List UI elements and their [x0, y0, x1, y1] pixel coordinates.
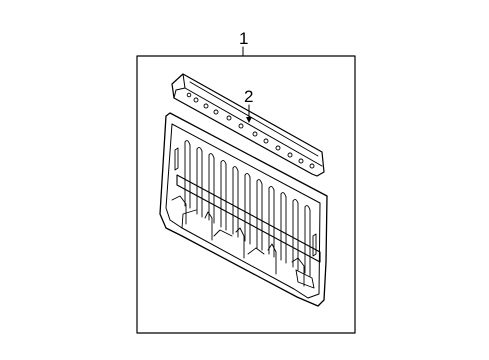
assembly-frame — [136, 55, 356, 334]
rail-holes — [186, 92, 315, 169]
callout-1-label[interactable]: 1 — [239, 29, 248, 48]
back-panel-part[interactable] — [159, 112, 328, 307]
lower-structure — [171, 195, 315, 289]
header-rail-part[interactable] — [171, 73, 325, 177]
right-slot — [312, 233, 317, 257]
callout-2-label[interactable]: 2 — [244, 87, 253, 106]
left-slot — [174, 147, 179, 171]
callout-2-arrow — [246, 117, 252, 123]
panel-ribs — [184, 140, 311, 277]
